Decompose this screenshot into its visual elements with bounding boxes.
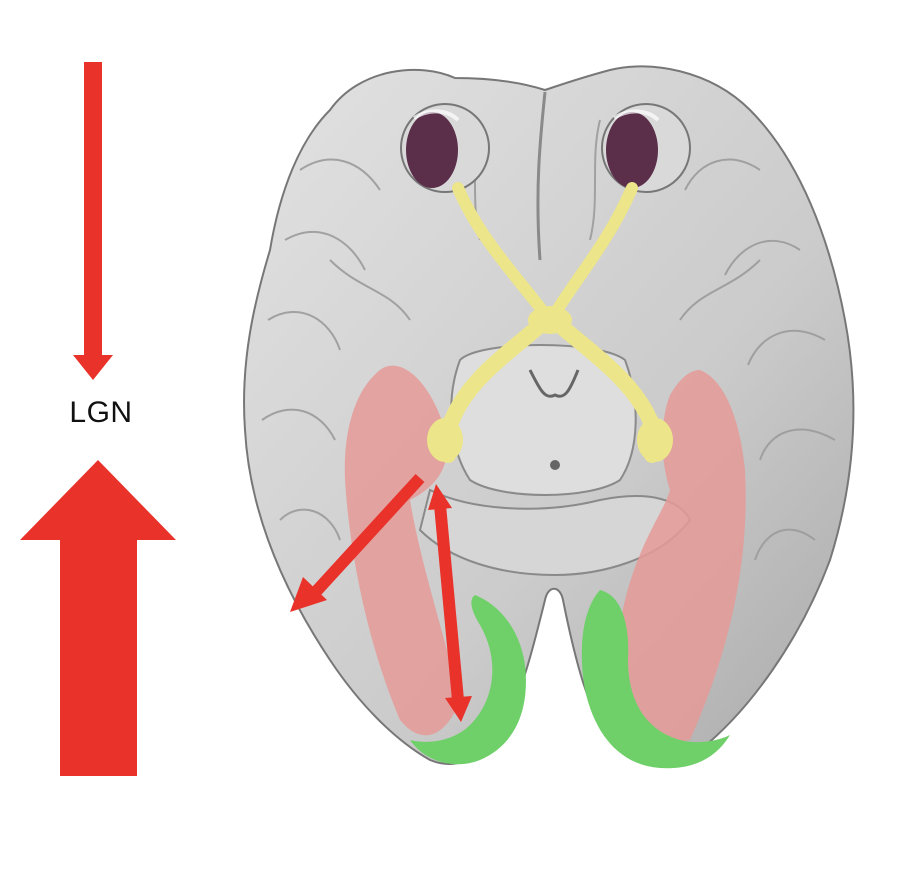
visual-cortex-right xyxy=(581,590,730,769)
longitudinal-fissure xyxy=(536,91,547,261)
visual-cortex-left xyxy=(410,595,526,765)
diagonal-arrow-icon xyxy=(290,473,425,612)
optic-radiation-left xyxy=(344,365,460,736)
optic-chiasm xyxy=(528,306,572,334)
right-eye xyxy=(601,103,691,193)
brain-underside-icon xyxy=(243,65,855,769)
lgn-label: LGN xyxy=(69,396,133,429)
optic-radiation-right xyxy=(620,370,746,742)
thin-down-arrow-icon xyxy=(73,62,113,380)
lgn-left xyxy=(427,418,463,462)
thick-up-arrow-icon xyxy=(20,460,176,776)
double-headed-arrow-icon xyxy=(428,484,472,722)
left-eye xyxy=(400,103,490,193)
lgn-right xyxy=(637,418,673,462)
